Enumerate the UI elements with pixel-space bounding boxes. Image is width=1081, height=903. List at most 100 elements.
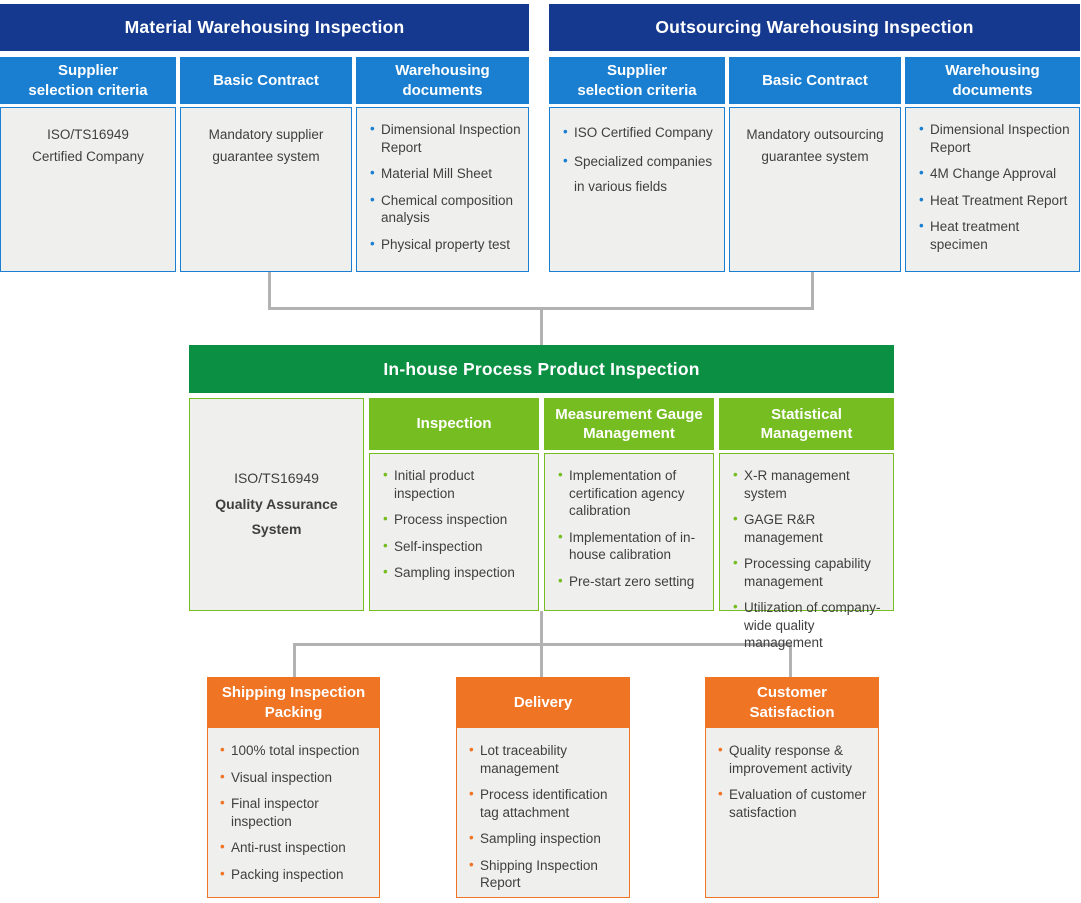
header-line: Supplier [57,62,118,80]
material-warehousing-section: Material Warehousing Inspection Supplier… [0,4,529,272]
connector-line [293,643,296,677]
body-line: Certified Company [32,148,144,164]
outsourcing-documents-body: Dimensional Inspection Report 4M Change … [905,107,1080,272]
bullet-item: 4M Change Approval [919,164,1076,183]
bullet-item: Physical property test [370,235,525,254]
bullet-item: Implementation of in-house calibration [558,528,710,564]
header-line: Inspection [416,415,492,433]
bullet-list: ISO Certified Company Specialized compan… [550,108,724,200]
bullet-item: GAGE R&R management [733,510,890,546]
body-line: Quality Assurance System [215,495,338,538]
body-line: guarantee system [212,148,320,164]
bullet-item: ISO Certified Company [563,120,721,146]
bullet-item: Shipping Inspection Report [469,856,627,892]
material-contract-body: Mandatory supplier guarantee system [180,107,352,272]
inhouse-inspection-header: Inspection [369,398,539,450]
header-line: selection criteria [28,81,148,99]
connector-line [789,643,792,677]
bullet-list: Implementation of certification agency c… [545,454,713,590]
outsourcing-warehousing-section: Outsourcing Warehousing Inspection Suppl… [549,4,1080,272]
header-line: Management [583,425,675,442]
header-line: selection criteria [577,81,697,99]
material-supplier-header: Supplier selection criteria [0,57,176,104]
bullet-item: Self-inspection [383,537,535,556]
header-line: documents [952,81,1033,99]
outsourcing-warehousing-title: Outsourcing Warehousing Inspection [549,4,1080,51]
shipping-inspection-box: Shipping Inspection Packing 100% total i… [207,677,380,898]
header-line: Customer [756,684,827,702]
header-line: Satisfaction [749,703,835,721]
customer-satisfaction-body: Quality response & improvement activity … [705,728,879,898]
inhouse-statistical-body: X-R management system GAGE R&R managemen… [719,453,894,650]
bullet-item: Packing inspection [220,865,377,884]
inhouse-gauge-header: Measurement Gauge Management [544,398,714,450]
bullet-list: Lot traceability management Process iden… [457,728,629,892]
material-contract-column: Basic Contract Mandatory supplier guaran… [180,57,352,272]
bullet-item: Dimensional Inspection Report [370,120,525,156]
connector-line [540,307,543,345]
inhouse-process-title: In-house Process Product Inspection [189,345,894,393]
body-line: ISO/TS16949 [234,469,319,486]
header-line: Warehousing [395,62,490,80]
header-line: Supplier [606,62,667,80]
bullet-item: X-R management system [733,466,890,502]
delivery-body: Lot traceability management Process iden… [456,728,630,898]
delivery-header: Delivery [456,677,630,728]
material-columns: Supplier selection criteria ISO/TS16949 … [0,57,529,272]
section-title-text: Material Warehousing Inspection [124,17,405,37]
header-line: Management [760,425,853,442]
bullet-item: Quality response & improvement activity [718,741,876,777]
body-line: ISO/TS16949 [47,127,129,142]
bullet-item: Final inspector inspection [220,794,377,830]
bullet-item: Sampling inspection [383,563,535,582]
outsourcing-supplier-header: Supplier selection criteria [549,57,725,104]
bullet-item: Initial product inspection [383,466,535,502]
delivery-box: Delivery Lot traceability management Pro… [456,677,630,898]
material-contract-header: Basic Contract [180,57,352,104]
section-title-text: In-house Process Product Inspection [383,358,700,379]
bullet-item: Processing capability management [733,554,890,590]
inhouse-inspection-column: Inspection Initial product inspection Pr… [369,398,539,611]
header-line: Basic Contract [762,71,868,89]
iso-quality-assurance-box: ISO/TS16949 Quality Assurance System [189,398,364,611]
outsourcing-documents-column: Warehousing documents Dimensional Inspec… [905,57,1080,272]
customer-satisfaction-box: Customer Satisfaction Quality response &… [705,677,879,898]
shipping-inspection-body: 100% total inspection Visual inspection … [207,728,380,898]
header-line: Warehousing [945,62,1040,80]
material-supplier-column: Supplier selection criteria ISO/TS16949 … [0,57,176,272]
inhouse-statistical-column: Statistical Management X-R management sy… [719,398,894,650]
body-line: Mandatory outsourcing [746,127,884,142]
shipping-inspection-header: Shipping Inspection Packing [207,677,380,728]
outsourcing-supplier-body: ISO Certified Company Specialized compan… [549,107,725,272]
bullet-item: Heat Treatment Report [919,191,1076,210]
outsourcing-contract-header: Basic Contract [729,57,901,104]
header-line: documents [402,81,483,99]
bullet-item: Chemical composition analysis [370,191,525,227]
bullet-list: Dimensional Inspection Report Material M… [357,108,528,253]
outsourcing-contract-body: Mandatory outsourcing guarantee system [729,107,901,272]
section-title-text: Outsourcing Warehousing Inspection [655,17,974,37]
bullet-item: Visual inspection [220,768,377,787]
bullet-item: Material Mill Sheet [370,164,525,183]
inhouse-columns: ISO/TS16949 Quality Assurance System Ins… [189,398,894,650]
inhouse-process-section: In-house Process Product Inspection ISO/… [189,345,894,650]
outsourcing-documents-header: Warehousing documents [905,57,1080,104]
bullet-list: Dimensional Inspection Report 4M Change … [906,108,1079,253]
bullet-item: Anti-rust inspection [220,838,377,857]
inhouse-inspection-body: Initial product inspection Process inspe… [369,453,539,611]
customer-satisfaction-header: Customer Satisfaction [705,677,879,728]
connector-line [811,272,814,310]
inhouse-gauge-body: Implementation of certification agency c… [544,453,714,611]
material-supplier-body: ISO/TS16949 Certified Company [0,107,176,272]
body-line: guarantee system [761,148,869,164]
bullet-item: Process identification tag attachment [469,785,627,821]
bullet-item: Utilization of company-wide quality mana… [733,598,890,652]
body-line: Mandatory supplier [208,127,324,142]
bullet-list: 100% total inspection Visual inspection … [208,728,379,883]
bullet-list: Quality response & improvement activity … [706,728,878,821]
connector-line [540,611,543,646]
bullet-item: Pre-start zero setting [558,572,710,591]
bullet-item: Lot traceability management [469,741,627,777]
header-line: Measurement Gauge [555,405,703,423]
